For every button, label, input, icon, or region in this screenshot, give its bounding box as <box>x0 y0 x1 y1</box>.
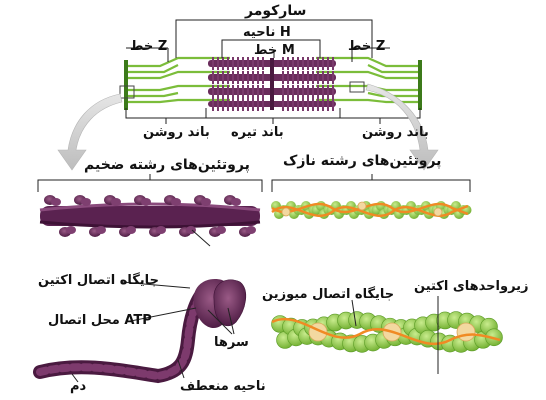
thick-filament-bracket <box>37 179 263 192</box>
m-line-label: خط M <box>254 43 295 58</box>
thick-filament-title: پروتئین‌های رشته ضخیم <box>84 157 250 173</box>
h-zone-bracket <box>221 39 321 58</box>
zoom-arrow-left-icon <box>57 93 123 171</box>
atp-binding-site-label: محل اتصال ATP <box>48 313 152 328</box>
light-band-left-bracket <box>125 108 207 119</box>
m-line <box>270 58 274 110</box>
sarcomere-bracket <box>175 19 373 58</box>
tail-label: دم <box>70 379 87 394</box>
thin-filament-closeup <box>271 201 472 219</box>
hinge-region-label: ناحیه منعطف <box>180 379 266 394</box>
thin-filament-bracket <box>271 179 471 192</box>
dark-band-label: باند تیره <box>231 125 284 140</box>
h-zone-label: ناحیه H <box>243 25 291 40</box>
myosin-heads-sarcomere <box>212 57 334 111</box>
actin-filament <box>271 296 503 374</box>
z-line-left <box>124 60 128 110</box>
light-band-left-label: باند روشن <box>143 125 210 140</box>
heads-label: سرها <box>214 335 249 350</box>
zoom-box-thin <box>349 81 365 93</box>
zoom-arrow-right-icon <box>365 83 439 171</box>
z-line-right <box>418 60 422 110</box>
myosin-head-front <box>213 279 247 327</box>
thin-filament-title: پروتئین‌های رشته نازک <box>283 153 442 169</box>
thin-filaments <box>126 56 420 104</box>
actin-binding-site-label: جایگاه اتصال اکتین <box>38 273 159 288</box>
myosin-molecule <box>33 279 247 384</box>
myosin-binding-site-label: جایگاه اتصال میوزین <box>262 287 395 302</box>
z-line-left-label: خط Z <box>130 39 168 54</box>
light-band-right-label: باند روشن <box>362 125 429 140</box>
zoom-box-thick <box>119 85 135 99</box>
sarcomere-label: سارکومر <box>245 3 307 19</box>
myosin-heads-closeup <box>44 195 256 237</box>
z-line-right-label: خط Z <box>348 39 386 54</box>
actin-subunits-label: زیرواحدهای اکتین <box>414 279 529 294</box>
sarcomere-diagram <box>119 19 422 124</box>
thick-filament-closeup <box>39 195 261 247</box>
